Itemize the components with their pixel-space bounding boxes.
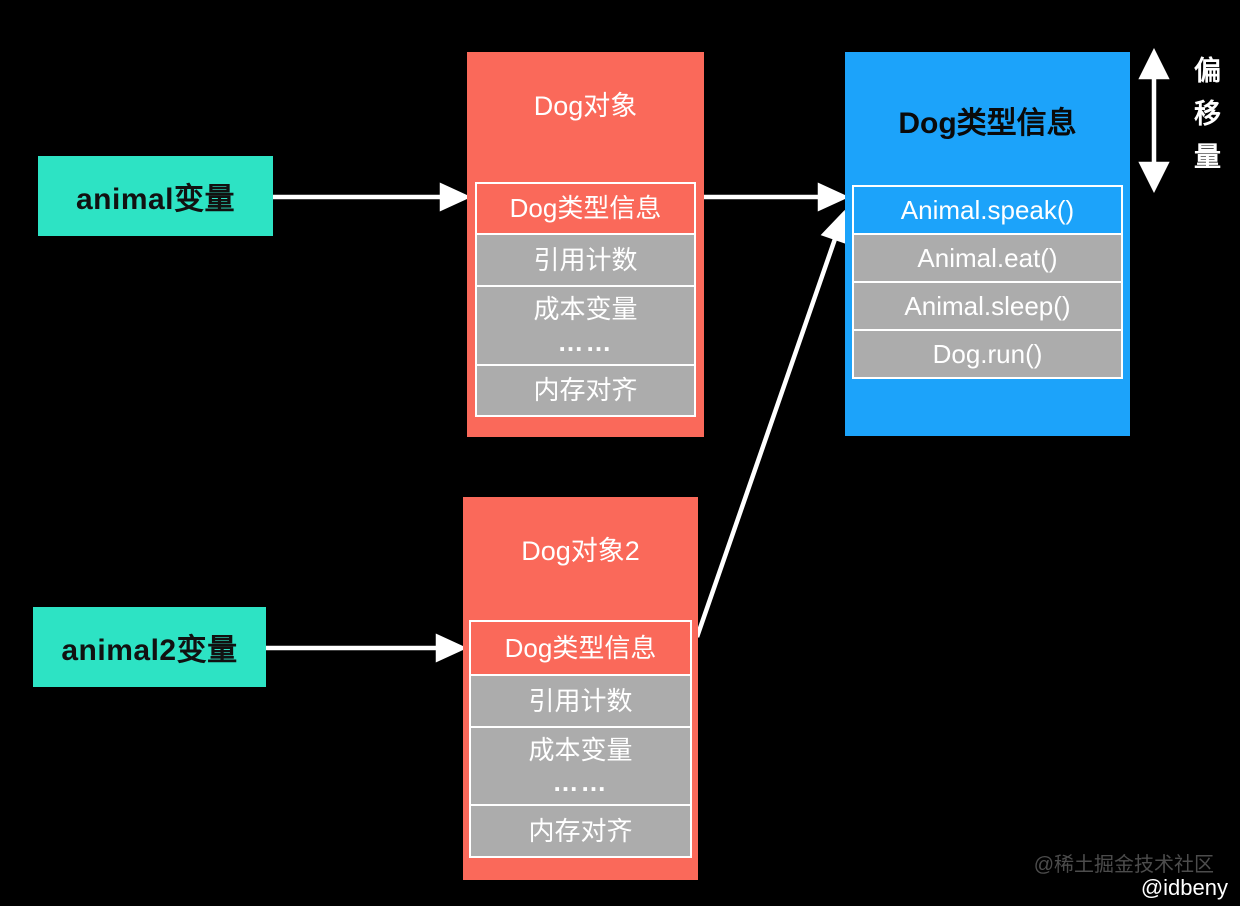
object1-row-refcount: 引用计数 xyxy=(477,233,694,285)
method-row-eat: Animal.eat() xyxy=(854,233,1121,281)
method-row-run: Dog.run() xyxy=(854,329,1121,377)
arrowhead-object1-to-typeinfo xyxy=(817,182,850,212)
variable-animal2-label: animal2变量 xyxy=(61,634,238,667)
offset-arrowhead-down xyxy=(1138,161,1170,194)
object1-title: Dog对象 xyxy=(533,91,638,121)
object2-row-member: 成本变量 …… xyxy=(471,726,690,804)
arrowhead-object2-to-typeinfo xyxy=(820,209,849,245)
object1-row-type-info: Dog类型信息 xyxy=(509,193,662,224)
type-info-box: Dog类型信息 Animal.speak() Animal.eat() Anim… xyxy=(845,52,1130,436)
object2-row-type-info: Dog类型信息 xyxy=(504,632,657,663)
arrow-object2-to-typeinfo xyxy=(694,235,839,638)
object-box-dog2: Dog对象2 Dog类型信息 引用计数 成本变量 …… 内存对齐 xyxy=(463,497,698,880)
watermark: @稀土掘金技术社区 @idbeny xyxy=(1034,854,1228,900)
type-info-title: Dog类型信息 xyxy=(898,107,1077,140)
object-box-dog1: Dog对象 Dog类型信息 引用计数 成本变量 …… 内存对齐 xyxy=(467,52,704,437)
type-info-method-table: Animal.speak() Animal.eat() Animal.sleep… xyxy=(852,185,1123,379)
arrowhead-animal1-to-object1 xyxy=(439,182,472,212)
object2-row-refcount: 引用计数 xyxy=(471,674,690,726)
object1-row-member-ellipsis: …… xyxy=(557,326,614,357)
method-row-speak: Animal.speak() xyxy=(900,194,1075,225)
object2-row-member-ellipsis: …… xyxy=(552,767,609,797)
watermark-author: @idbeny xyxy=(1140,874,1228,900)
object1-row-member-label: 成本变量 xyxy=(533,294,638,324)
watermark-community: @稀土掘金技术社区 xyxy=(1033,853,1214,876)
variable-box-animal: animal变量 xyxy=(38,156,273,236)
object1-row-member: 成本变量 …… xyxy=(477,285,694,364)
offset-arrowhead-up xyxy=(1138,47,1170,80)
object2-memory-table: Dog类型信息 引用计数 成本变量 …… 内存对齐 xyxy=(469,620,692,858)
method-row-sleep: Animal.sleep() xyxy=(854,281,1121,329)
object1-row-align: 内存对齐 xyxy=(477,364,694,415)
arrowhead-animal2-to-object2 xyxy=(435,633,468,663)
object1-memory-table: Dog类型信息 引用计数 成本变量 …… 内存对齐 xyxy=(475,182,696,417)
object2-row-member-label: 成本变量 xyxy=(528,734,633,765)
variable-animal-label: animal变量 xyxy=(75,183,236,216)
object2-title: Dog对象2 xyxy=(521,536,640,566)
object2-row-align: 内存对齐 xyxy=(471,804,690,856)
offset-label: 偏移量 xyxy=(1190,56,1220,185)
variable-box-animal2: animal2变量 xyxy=(33,607,266,687)
